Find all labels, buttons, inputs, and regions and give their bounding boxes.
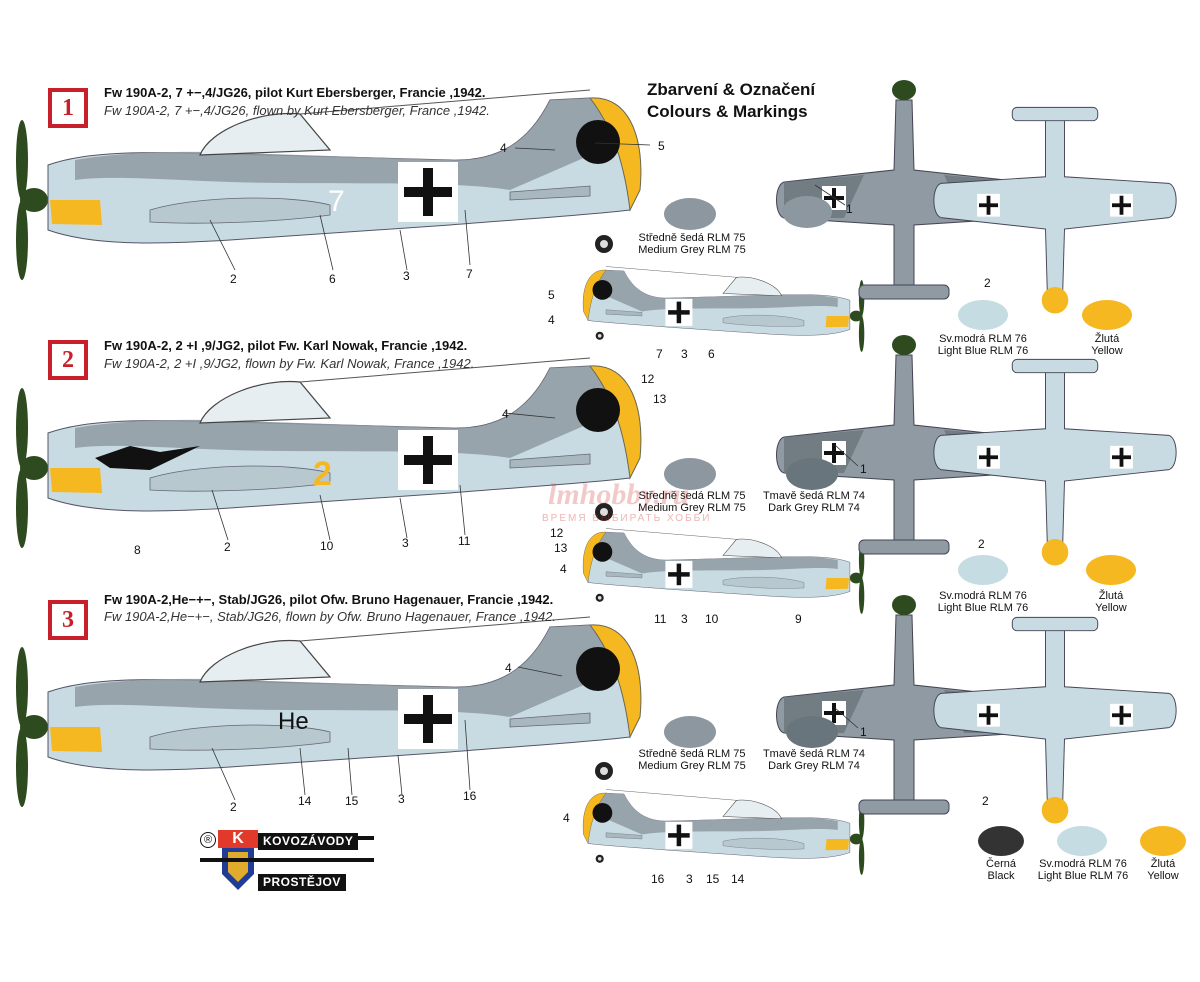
swatch-medium-grey [664, 198, 716, 230]
callout: 10 [320, 539, 334, 553]
swatch-medium-grey [782, 196, 832, 228]
scheme-number-3: 3 [48, 600, 88, 640]
swatch-yellow [1086, 555, 1136, 585]
swatch-dark-grey [786, 716, 838, 748]
callout: 10 [705, 612, 719, 626]
callout: 3 [398, 792, 405, 806]
swatch-yellow [1082, 300, 1132, 330]
title-cz: Zbarvení & Označení [647, 80, 816, 99]
callout: 2 [984, 276, 991, 290]
callout: 7 [466, 267, 473, 281]
callout: 3 [403, 269, 410, 283]
watermark-tagline: ВРЕМЯ ВЫБИРАТЬ ХОББИ [542, 513, 712, 524]
callout: 4 [505, 661, 512, 675]
swatch-black [978, 826, 1024, 856]
brand-logo-letter: K [232, 830, 244, 847]
callout: 12 [641, 372, 655, 386]
callout: 4 [563, 811, 570, 825]
scheme-3-caption-cz: Fw 190A-2,He−+−, Stab/JG26, pilot Ofw. B… [104, 592, 554, 607]
callout: 2 [230, 272, 237, 286]
fuselage-code-2: 2 [313, 455, 332, 493]
callout: 12 [550, 526, 564, 540]
callout: 16 [651, 872, 665, 886]
swatch-dark-grey [786, 458, 838, 490]
callout: 2 [982, 794, 989, 808]
scheme-2-caption-cz: Fw 190A-2, 2 +I ,9/JG2, pilot Fw. Karl N… [104, 338, 468, 353]
callout: 4 [560, 562, 567, 576]
callout: 6 [329, 272, 336, 286]
callout: 1 [860, 462, 867, 476]
callout: 13 [653, 392, 667, 406]
callout: 2 [224, 540, 231, 554]
callout: 3 [681, 347, 688, 361]
callout: 3 [402, 536, 409, 550]
callout: 3 [686, 872, 693, 886]
callout: 13 [554, 541, 568, 555]
callout: 2 [978, 537, 985, 551]
swatch-yellow [1140, 826, 1186, 856]
swatch-light-blue [958, 555, 1008, 585]
registered-mark: ® [200, 832, 216, 848]
scheme-3-caption-en: Fw 190A-2,He−+−, Stab/JG26, flown by Ofw… [104, 609, 557, 624]
logo-stripe [200, 858, 374, 862]
title-en: Colours & Markings [647, 102, 808, 121]
callout: 5 [658, 139, 665, 153]
scheme-1-caption-cz: Fw 190A-2, 7 +−,4/JG26, pilot Kurt Ebers… [104, 85, 486, 100]
callout: 2 [230, 800, 237, 814]
callout: 14 [731, 872, 745, 886]
callout: 1 [860, 725, 867, 739]
callout: 9 [795, 612, 802, 626]
callout: 4 [500, 141, 507, 155]
callout: 7 [656, 347, 663, 361]
callout: 11 [654, 612, 667, 626]
callout: 1 [846, 202, 853, 216]
fuselage-code-1: 7 [328, 185, 345, 218]
callout: 3 [681, 612, 688, 626]
swatch-medium-grey [664, 458, 716, 490]
callout: 4 [548, 313, 555, 327]
logo-line1: KOVOZÁVODY [258, 833, 359, 850]
callout: 14 [298, 794, 312, 808]
callout: 15 [345, 794, 359, 808]
callout: 4 [502, 407, 509, 421]
swatch-light-blue [1057, 826, 1107, 856]
scheme-number-1: 1 [48, 88, 88, 128]
swatch-light-blue [958, 300, 1008, 330]
scheme-number-2: 2 [48, 340, 88, 380]
callout: 11 [458, 534, 471, 548]
fuselage-code-3: He [278, 708, 309, 735]
callout: 5 [548, 288, 555, 302]
watermark: lmhobby.ru [548, 478, 690, 511]
callout: 16 [463, 789, 477, 803]
callout: 6 [708, 347, 715, 361]
callout: 8 [134, 543, 141, 557]
swatch-medium-grey [664, 716, 716, 748]
logo-line2: PROSTĚJOV [258, 874, 346, 891]
callout: 15 [706, 872, 720, 886]
scheme-2-caption-en: Fw 190A-2, 2 +I ,9/JG2, flown by Fw. Kar… [104, 356, 475, 371]
scheme-1-caption-en: Fw 190A-2, 7 +−,4/JG26, flown by Kurt Eb… [104, 103, 490, 118]
